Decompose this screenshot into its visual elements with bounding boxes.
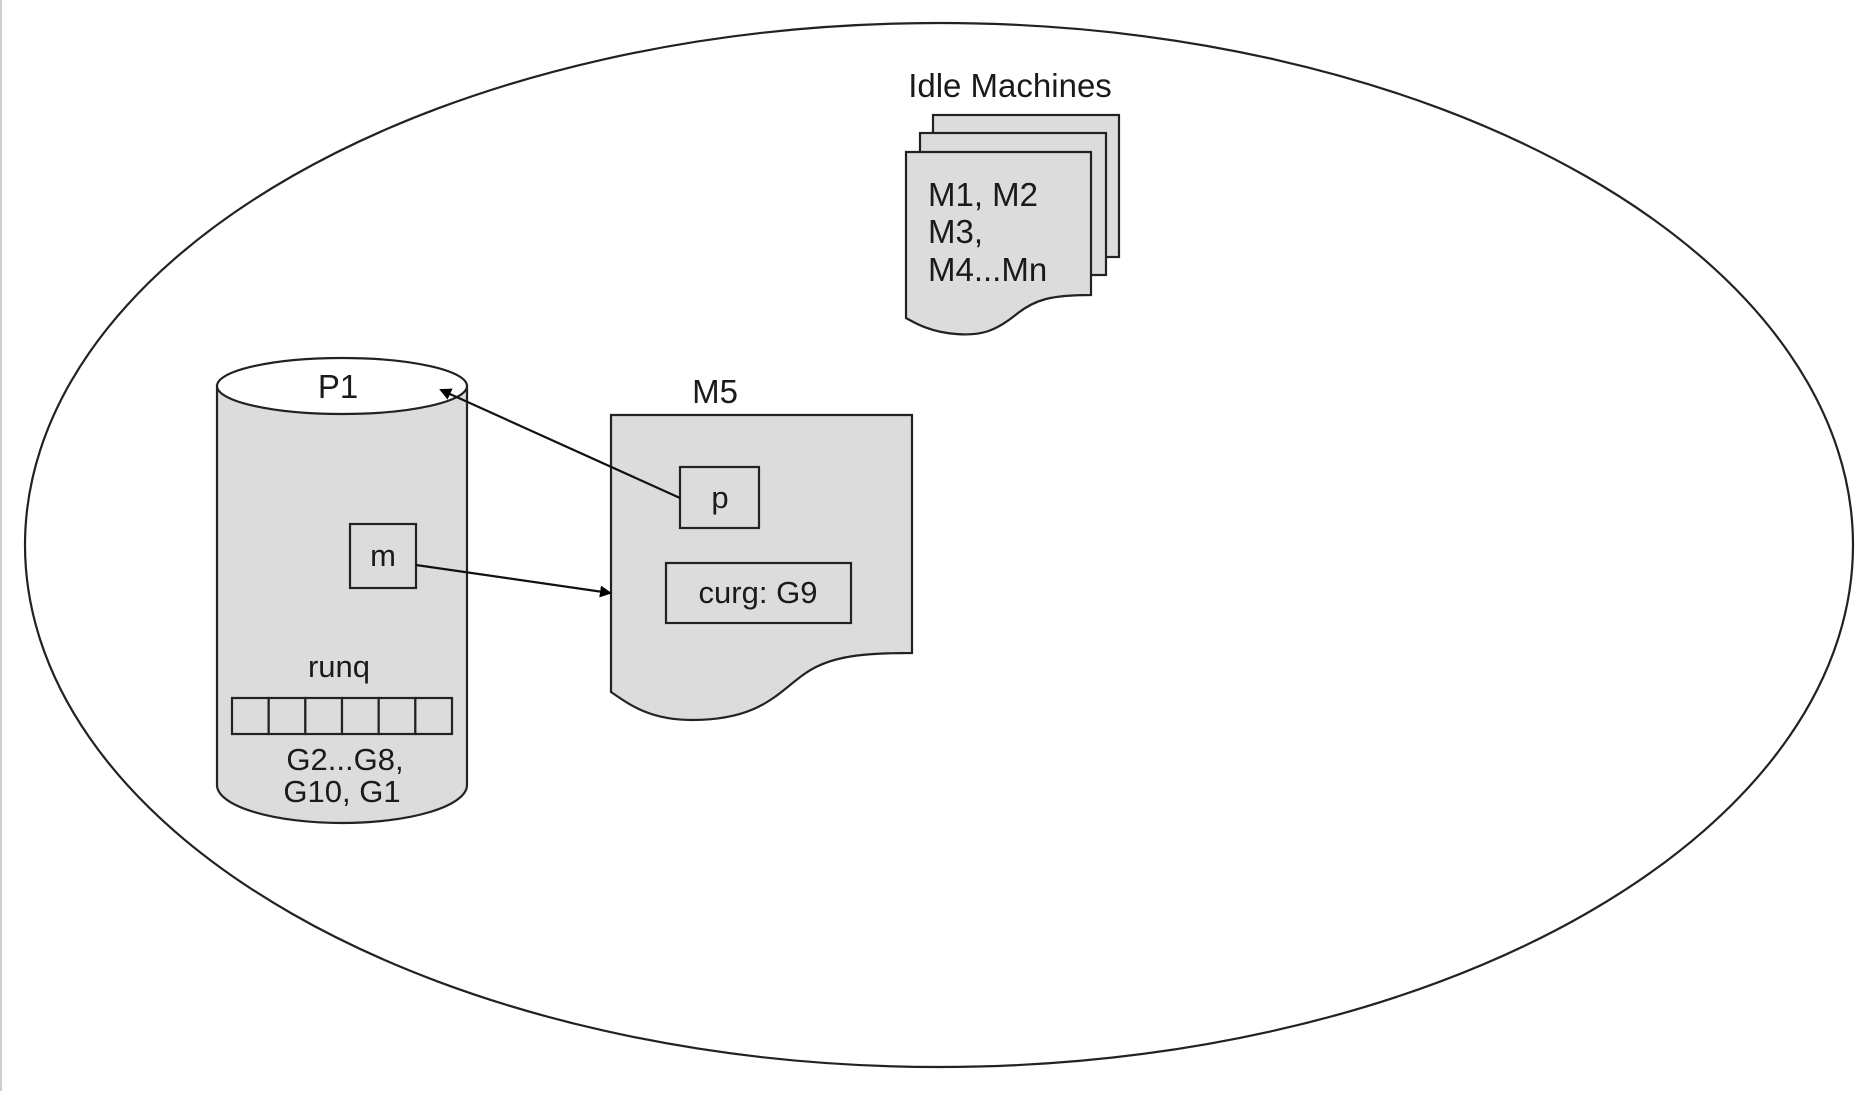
runq-slot — [377, 696, 417, 736]
arrow-p-to-p1 — [439, 388, 681, 500]
m5-label: M5 — [692, 373, 738, 410]
idle-machines-line-3: M4...Mn — [928, 251, 1047, 288]
machine-m5: M5 p curg: G9 — [609, 373, 914, 722]
runq-slot — [230, 696, 270, 736]
m5-p-field-box — [678, 465, 761, 530]
scheduler-ellipse — [23, 21, 1855, 1069]
p1-m-field-label: m — [370, 538, 396, 573]
idle-machines-group: Idle Machines M1, M2 M3, M4...Mn — [904, 67, 1121, 336]
idle-machines-title: Idle Machines — [908, 67, 1112, 104]
p1-cylinder-top — [215, 356, 469, 416]
idle-machines-line-2: M3, — [928, 213, 983, 250]
runq-contents-line-1: G2...G8, — [286, 742, 403, 777]
m5-curg-label: curg: G9 — [699, 575, 818, 610]
runq-slot — [414, 696, 454, 736]
p1-label: P1 — [318, 368, 358, 405]
runq-contents-line-2: G10, G1 — [283, 774, 400, 809]
idle-machine-sheet-front — [904, 150, 1093, 336]
runq-slot — [340, 696, 380, 736]
m5-curg-box — [664, 561, 853, 625]
runq-slot — [267, 696, 307, 736]
p1-m-field-box — [348, 522, 418, 590]
processor-p1: P1 m runq G2...G8, G10, G1 — [215, 356, 469, 825]
arrow-m-to-m5 — [415, 563, 612, 598]
idle-machines-line-1: M1, M2 — [928, 176, 1038, 213]
runq-slot — [304, 696, 344, 736]
runq-queue — [230, 696, 454, 736]
runq-label: runq — [308, 649, 370, 684]
m5-p-field-label: p — [711, 480, 728, 515]
